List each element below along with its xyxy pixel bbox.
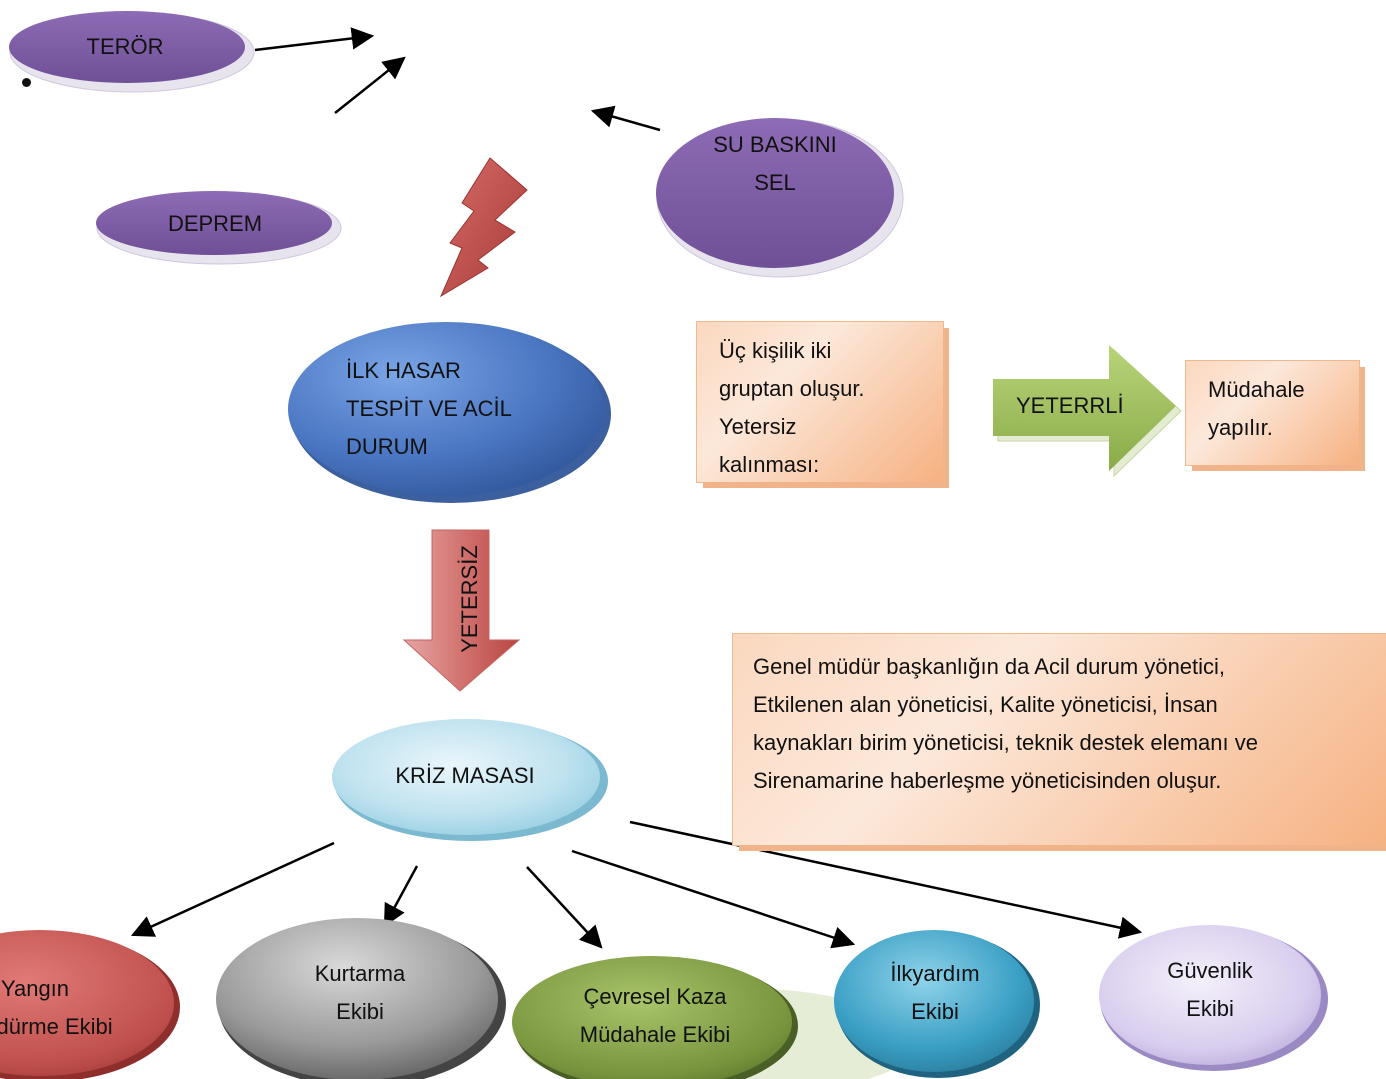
committee-note-text: Genel müdür başkanlığın da Acil durum yö…	[753, 648, 1383, 800]
lightning-bolt-icon	[439, 157, 528, 298]
yetersiz-arrow	[402, 529, 521, 692]
intervention-box: Müdahale yapılır.	[1186, 361, 1359, 465]
su-baskini-line2: SEL	[754, 170, 796, 195]
teror-node	[9, 11, 255, 93]
kurtarma-node	[216, 918, 506, 1079]
committee-note-line1: Genel müdür başkanlığın da Acil durum yö…	[753, 654, 1226, 679]
arrow-teror-to-center	[254, 27, 375, 52]
arrow-to-cevresel	[526, 866, 603, 949]
intervention-text: Müdahale yapılır.	[1208, 371, 1358, 447]
yangin-node	[0, 930, 180, 1079]
committee-note-line4: Sirenamarine haberleşme yöneticisinden o…	[753, 768, 1222, 793]
cevresel-line1: Çevresel Kaza	[583, 984, 727, 1009]
deprem-label: DEPREM	[167, 211, 263, 236]
team-note-line3: Yetersiz	[719, 414, 797, 439]
su-baskini-label: SU BASKINI SEL	[690, 126, 860, 202]
yangin-line1: Yangın	[0, 976, 70, 1001]
ilk-hasar-node	[288, 322, 611, 503]
bullet-dot	[22, 78, 31, 87]
guvenlik-node	[1099, 925, 1328, 1071]
yetersiz-label: YETERSİZ	[457, 545, 482, 653]
team-note-line4: kalınması:	[719, 452, 820, 477]
kriz-masasi-label: KRİZ MASASI	[395, 763, 535, 788]
arrow-to-yangin	[130, 841, 335, 937]
ilkyardim-label: İlkyardım Ekibi	[860, 955, 1010, 1031]
guvenlik-line1: Güvenlik	[1167, 958, 1253, 983]
ilk-hasar-line2: TESPİT VE ACİL	[346, 396, 512, 421]
deprem-node	[96, 191, 342, 265]
ilk-hasar-line3: DURUM	[346, 434, 428, 459]
cevresel-node	[512, 956, 920, 1079]
ilk-hasar-line1: İLK HASAR	[346, 358, 461, 383]
intervention-line2: yapılır.	[1208, 415, 1273, 440]
ilkyardim-line2: Ekibi	[911, 999, 959, 1024]
cevresel-line2: Müdahale Ekibi	[579, 1022, 731, 1047]
arrow-sel-to-center	[590, 105, 661, 132]
guvenlik-line2: Ekibi	[1186, 996, 1234, 1021]
kurtarma-label: Kurtarma Ekibi	[275, 955, 445, 1031]
arrow-deprem-to-center	[334, 56, 406, 114]
su-baskini-line1: SU BASKINI	[713, 132, 837, 157]
kurtarma-line1: Kurtarma	[314, 961, 406, 986]
cevresel-label: Çevresel Kaza Müdahale Ekibi	[555, 978, 755, 1054]
yeterli-label: YETERRLİ	[1016, 393, 1124, 418]
ilkyardim-line1: İlkyardım	[890, 961, 980, 986]
team-note-box: Üç kişilik iki gruptan oluşur. Yetersiz …	[697, 322, 943, 482]
guvenlik-label: Güvenlik Ekibi	[1130, 952, 1290, 1028]
team-note-line2: gruptan oluşur.	[719, 376, 865, 401]
su-baskini-node	[656, 118, 904, 278]
teror-label: TERÖR	[86, 34, 164, 59]
yeterli-arrow	[993, 345, 1182, 478]
arrow-to-kurtarma	[383, 865, 419, 927]
committee-note-box: Genel müdür başkanlığın da Acil durum yö…	[733, 634, 1386, 845]
kurtarma-line2: Ekibi	[336, 999, 384, 1024]
ilk-hasar-label: İLK HASAR TESPİT VE ACİL DURUM	[346, 352, 566, 466]
kriz-masasi-node	[332, 719, 608, 841]
ilkyardim-node	[834, 930, 1040, 1078]
yangin-label: Yangın Söndürme Ekibi	[0, 970, 145, 1046]
arrow-to-guvenlik	[629, 820, 1143, 939]
arrow-to-ilkyardim	[571, 849, 856, 949]
yangin-line2: Söndürme Ekibi	[0, 1014, 113, 1039]
team-note-text: Üç kişilik iki gruptan oluşur. Yetersiz …	[719, 332, 939, 482]
committee-note-line3: kaynakları birim yöneticisi, teknik dest…	[753, 730, 1258, 755]
committee-note-line2: Etkilenen alan yöneticisi, Kalite yöneti…	[753, 692, 1218, 717]
team-note-line1: Üç kişilik iki	[719, 338, 832, 363]
intervention-line1: Müdahale	[1208, 377, 1305, 402]
